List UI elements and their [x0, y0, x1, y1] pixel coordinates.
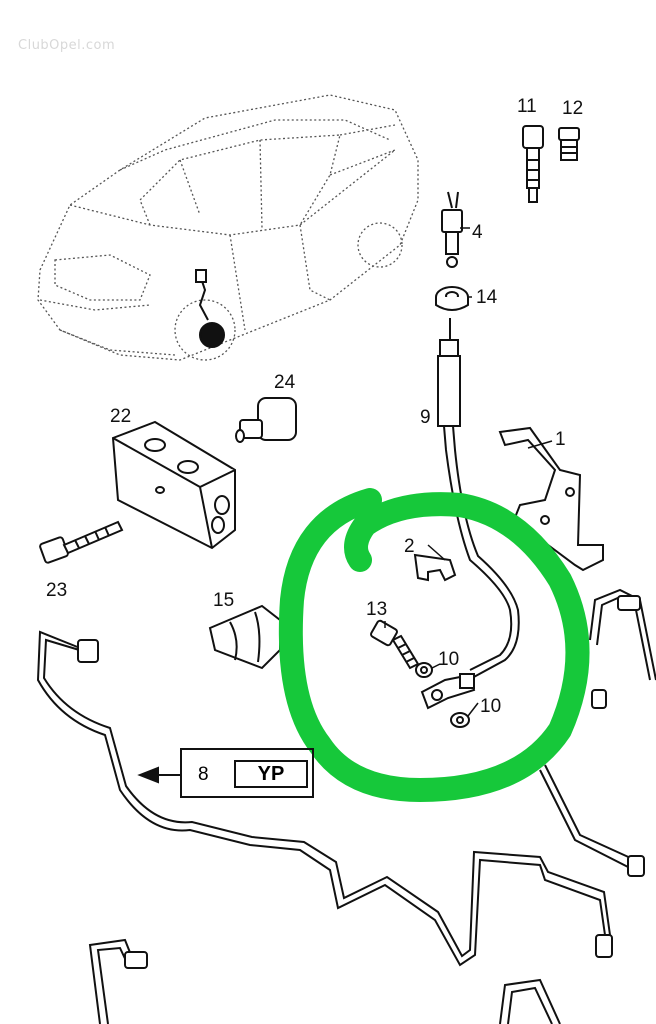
brake-pipes [36, 588, 656, 1024]
part-15-grommet [208, 604, 281, 670]
part-9-brake-hose [437, 318, 520, 679]
part-13-banjo-bolt [370, 619, 420, 670]
part-10-washers [415, 662, 470, 728]
part-22-block [111, 420, 236, 550]
callout-24: 24 [274, 372, 296, 393]
hose-banjo-fitting [420, 673, 476, 710]
reference-box: 8 YP [180, 748, 314, 798]
reference-arrow [137, 766, 180, 784]
part-12-bleeder [558, 127, 580, 161]
callout-2: 2 [404, 536, 415, 557]
highlight-circle [278, 488, 590, 802]
vehicle-outline [37, 94, 419, 361]
part-4-fitting [441, 191, 463, 268]
part-24-plug [235, 397, 297, 443]
reference-code: YP [234, 760, 308, 788]
callout-14: 14 [476, 287, 498, 308]
callout-13: 13 [366, 599, 388, 620]
part-2-clip [413, 553, 457, 582]
vehicle-brake-hose [195, 269, 225, 348]
reference-number: 8 [198, 764, 209, 785]
callout-11: 11 [517, 96, 537, 117]
callout-9: 9 [420, 407, 431, 428]
part-11-bolt [522, 125, 544, 203]
part-14-clip [435, 286, 469, 311]
callout-22: 22 [110, 406, 132, 427]
callout-4: 4 [472, 222, 483, 243]
part-23-bolt [39, 520, 124, 564]
watermark-text: ClubOpel.com [18, 38, 116, 53]
callout-23: 23 [46, 580, 68, 601]
leader-lines [384, 227, 553, 717]
callout-15: 15 [213, 590, 235, 611]
callout-10-upper: 10 [438, 649, 460, 670]
callout-1: 1 [555, 429, 566, 450]
callout-10-lower: 10 [480, 696, 502, 717]
callout-12: 12 [562, 98, 584, 119]
